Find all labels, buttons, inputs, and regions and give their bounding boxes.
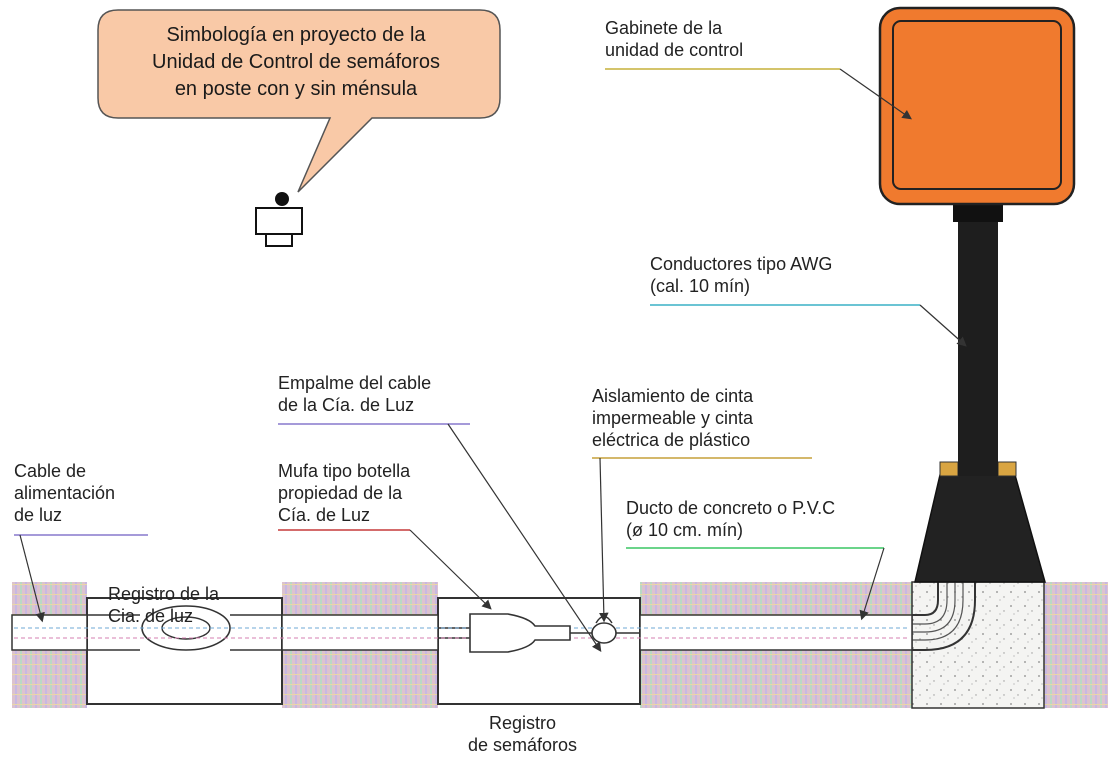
splice-insulation: [591, 615, 617, 644]
registro-semaforos-pit: [437, 597, 641, 705]
label-ducto: Ducto de concreto o P.V.C (ø 10 cm. mín): [626, 498, 836, 540]
callout-text: Simbología en proyecto de la Unidad de C…: [152, 24, 440, 100]
pole-base: [914, 461, 1046, 583]
label-aislamiento: Aislamiento de cinta impermeable y cinta…: [592, 386, 754, 450]
controller-symbol: [255, 192, 303, 247]
callout-balloon: [97, 9, 501, 193]
pole: [953, 200, 1003, 476]
label-gabinete: Gabinete de la unidad de control: [605, 18, 744, 60]
cable-duct: [11, 614, 913, 651]
label-cable-alimentacion: Cable de alimentación de luz: [14, 461, 116, 525]
label-mufa: Mufa tipo botella propiedad de la Cía. d…: [278, 461, 411, 525]
label-conductores: Conductores tipo AWG (cal. 10 mín): [650, 254, 833, 296]
label-registro-semaforos: Registro de semáforos: [468, 713, 578, 755]
leader-lines: [14, 68, 967, 652]
control-cabinet: [878, 6, 1076, 206]
label-registro-luz: Registro de la Cia. de luz: [108, 584, 220, 626]
label-empalme: Empalme del cable de la Cía. de Luz: [278, 373, 432, 415]
concrete-base: [911, 581, 1045, 709]
